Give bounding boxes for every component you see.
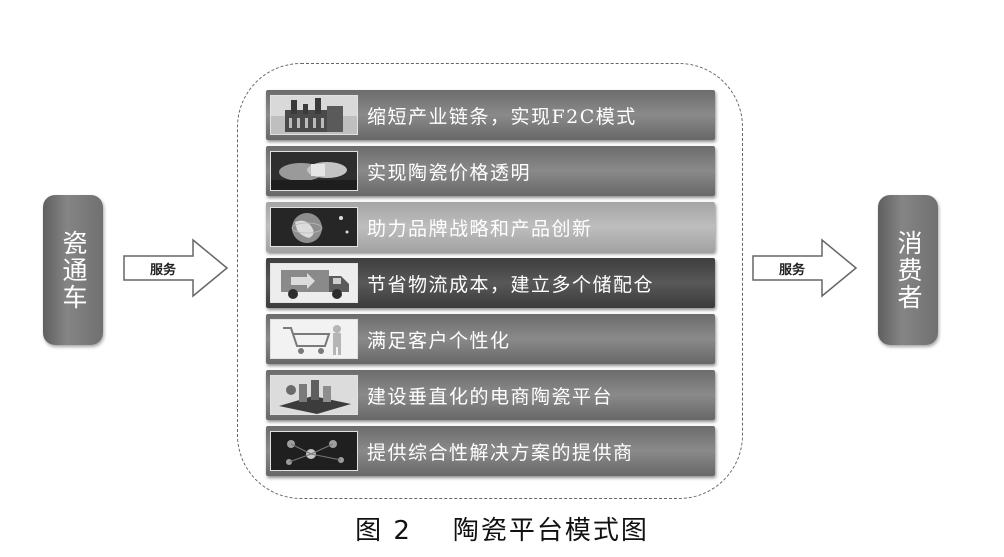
right-arrow-label: 服务 <box>778 262 805 278</box>
service-item-label: 建设垂直化的电商陶瓷平台 <box>367 385 614 408</box>
truck-icon <box>270 263 358 303</box>
service-item-label: 满足客户个性化 <box>367 329 511 352</box>
consumer-node-box: 消费者 <box>878 195 938 345</box>
factory-icon <box>270 95 358 135</box>
right-arrow-icon <box>752 238 858 298</box>
platform-icon <box>270 375 358 415</box>
service-item-label: 缩短产业链条，实现F2C模式 <box>367 105 637 128</box>
right-arrow-icon <box>123 238 229 298</box>
shopping-cart-icon <box>270 319 358 359</box>
service-item-1: 缩短产业链条，实现F2C模式 <box>266 90 715 140</box>
service-item-label: 提供综合性解决方案的提供商 <box>367 441 634 464</box>
service-item-4: 节省物流成本，建立多个储配仓 <box>266 258 715 308</box>
left-service-arrow: 服务 <box>123 238 229 298</box>
network-icon <box>270 431 358 471</box>
service-item-3: 助力品牌战略和产品创新 <box>266 202 715 252</box>
right-service-arrow: 服务 <box>752 238 858 298</box>
service-item-7: 提供综合性解决方案的提供商 <box>266 426 715 476</box>
service-item-6: 建设垂直化的电商陶瓷平台 <box>266 370 715 420</box>
service-item-2: 实现陶瓷价格透明 <box>266 146 715 196</box>
service-item-label: 节省物流成本，建立多个储配仓 <box>367 273 655 296</box>
globe-icon <box>270 207 358 247</box>
service-item-5: 满足客户个性化 <box>266 314 715 364</box>
service-container <box>237 63 743 499</box>
left-arrow-label: 服务 <box>149 262 176 278</box>
source-node-box: 瓷通车 <box>43 195 103 345</box>
figure-caption: 图 2 陶瓷平台模式图 <box>355 516 649 546</box>
service-item-label: 助力品牌战略和产品创新 <box>367 217 593 240</box>
handshake-icon <box>270 151 358 191</box>
service-item-label: 实现陶瓷价格透明 <box>367 161 532 184</box>
